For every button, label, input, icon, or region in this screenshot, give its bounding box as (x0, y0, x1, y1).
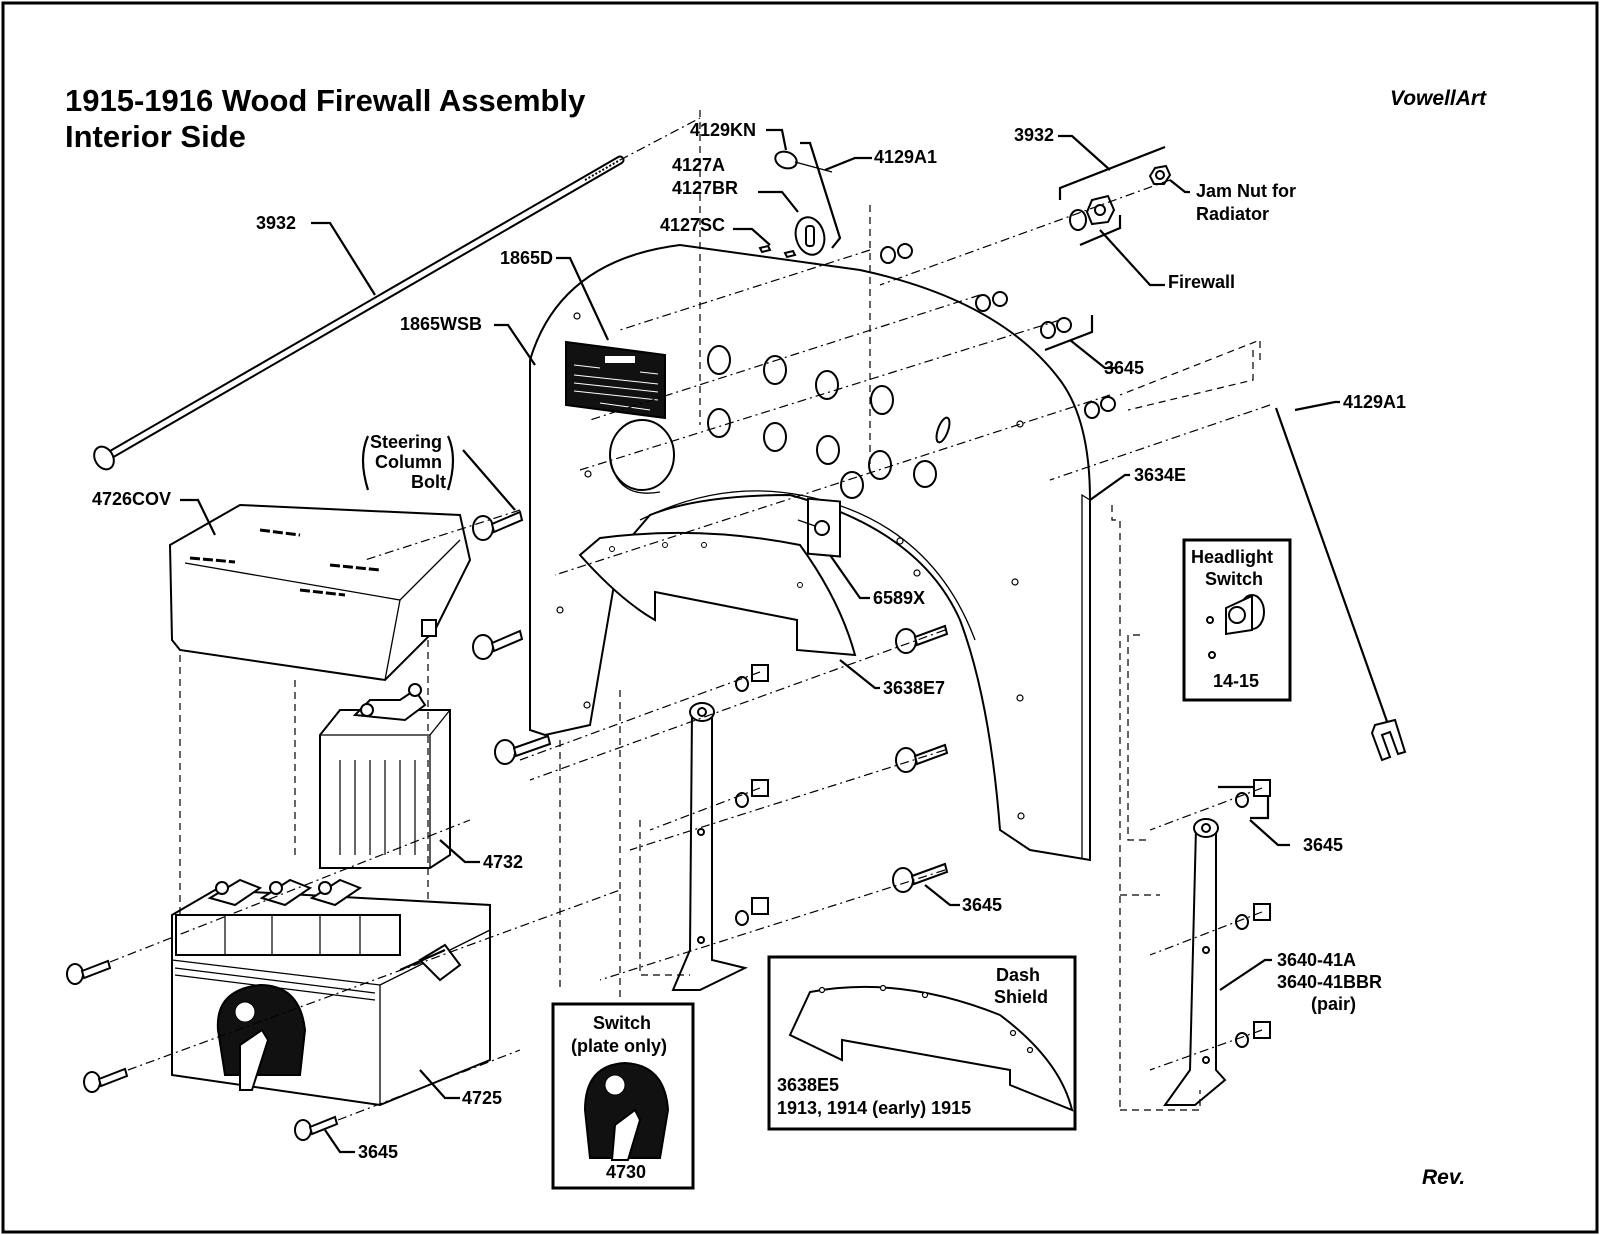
label-3645-a: 3645 (1104, 358, 1144, 378)
label-steering-line3: Bolt (411, 472, 446, 492)
projection-lines (109, 110, 1271, 1121)
page-title: 1915-1916 Wood Firewall Assembly (65, 83, 586, 118)
dash-shield-title-line1: Dash (996, 965, 1040, 985)
label-4732: 4732 (483, 852, 523, 872)
label-steering-line2: Column (375, 452, 442, 472)
revision-label: Rev. (1422, 1166, 1465, 1189)
leader-lines (180, 128, 1340, 1154)
label-1865WSB: 1865WSB (400, 314, 482, 334)
artist-signature: VowellArt (1390, 87, 1487, 110)
rod-3932 (93, 155, 625, 471)
label-4129A1-right: 4129A1 (1343, 392, 1406, 412)
label-3640-41BBR: 3640-41BBR (1277, 972, 1382, 992)
inset-switch-plate: Switch (plate only) 4730 (551, 1002, 695, 1190)
label-jam-nut-line1: Jam Nut for (1196, 181, 1296, 201)
battery-cover-4726COV (168, 503, 472, 682)
label-4726COV: 4726COV (92, 489, 171, 509)
switch-part-number: 4730 (606, 1162, 646, 1182)
battery-cell-4732 (319, 683, 451, 869)
dash-shield-3638E7 (578, 531, 857, 657)
dash-shield-title-line2: Shield (994, 987, 1048, 1007)
label-4129KN: 4129KN (690, 120, 756, 140)
square-nuts (735, 664, 1271, 1048)
label-pair: (pair) (1311, 994, 1356, 1014)
label-4725: 4725 (462, 1088, 502, 1108)
nuts-and-washers-top (880, 243, 1116, 419)
dash-shield-part-number: 3638E5 (777, 1075, 839, 1095)
support-bracket-left (671, 702, 748, 991)
headlight-title-line2: Switch (1205, 569, 1263, 589)
firewall-board-3634E (529, 243, 1091, 862)
label-3645-b: 3645 (1303, 835, 1343, 855)
cutout-switch-4127 (758, 141, 842, 259)
battery-box-4725 (171, 878, 491, 1107)
label-6589X: 6589X (873, 588, 925, 608)
label-firewall: Firewall (1168, 272, 1235, 292)
label-3640-41A: 3640-41A (1277, 950, 1356, 970)
dash-shield-years: 1913, 1914 (early) 1915 (777, 1098, 971, 1118)
inset-headlight-switch: Headlight Switch 14-15 (1182, 538, 1292, 702)
label-4127A: 4127A (672, 155, 725, 175)
page-subtitle: Interior Side (65, 119, 246, 154)
label-jam-nut-line2: Radiator (1196, 204, 1269, 224)
headlight-title-line1: Headlight (1191, 547, 1273, 567)
label-4129A1-top: 4129A1 (874, 147, 937, 167)
patent-plate-1865D (565, 340, 666, 420)
label-3645-d: 3645 (358, 1142, 398, 1162)
label-4127BR: 4127BR (672, 178, 738, 198)
support-bracket-right (1163, 818, 1227, 1106)
label-3634E: 3634E (1134, 465, 1186, 485)
rod-4129A1 (1274, 407, 1407, 762)
label-3638E7: 3638E7 (883, 678, 945, 698)
label-3645-c: 3645 (962, 895, 1002, 915)
label-4127SC: 4127SC (660, 215, 725, 235)
switch-title-line1: Switch (593, 1013, 651, 1033)
label-bracket-3932: 3932 (1014, 125, 1054, 145)
carriage-bolts (66, 510, 949, 1141)
switch-title-line2: (plate only) (571, 1036, 667, 1056)
headlight-part-number: 14-15 (1213, 671, 1259, 691)
label-rod-3932: 3932 (256, 213, 296, 233)
label-steering-line1: Steering (370, 432, 442, 452)
switch-mount-6589X (797, 497, 841, 558)
radiator-bracket-3932 (1058, 145, 1172, 247)
inset-dash-shield: Dash Shield 3638E5 1913, 1914 (early) 19… (767, 955, 1077, 1131)
label-1865D: 1865D (500, 248, 553, 268)
